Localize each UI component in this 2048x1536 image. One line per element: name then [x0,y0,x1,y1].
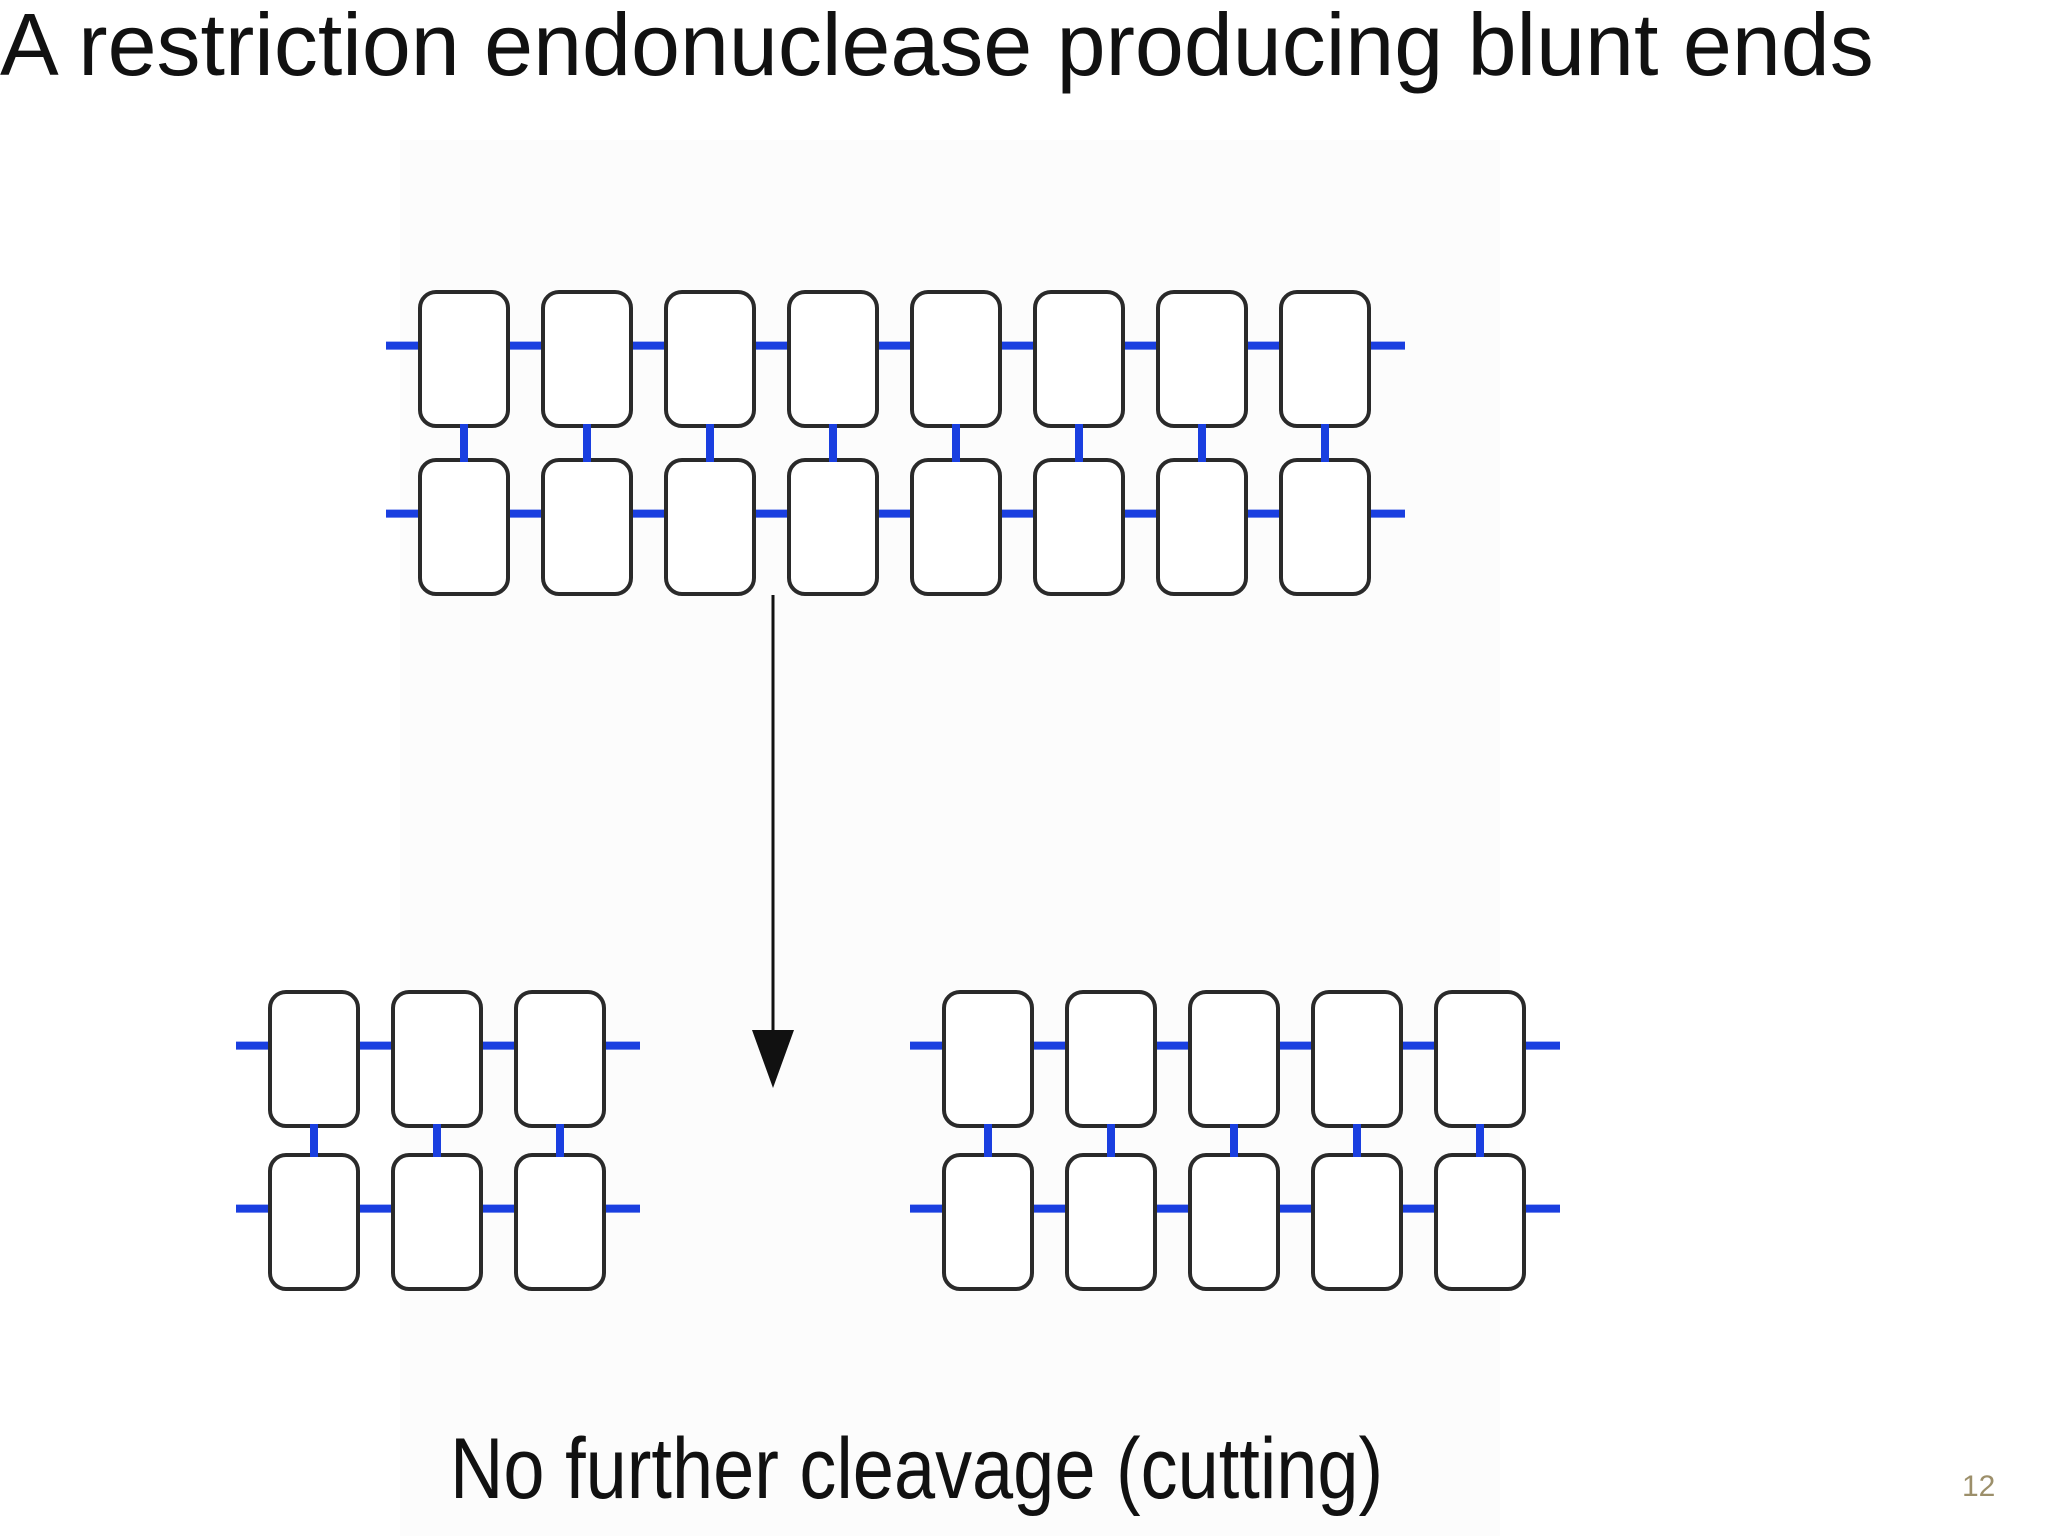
top-nucleotide [1311,990,1403,1128]
right-fragment [910,990,1560,1291]
bottom-nucleotide [1434,1153,1526,1291]
bottom-nucleotide [1156,458,1248,596]
bottom-nucleotide [268,1153,360,1291]
top-nucleotide [1279,290,1371,428]
left-fragment [236,990,640,1291]
top-nucleotide [942,990,1034,1128]
bottom-nucleotide [541,458,633,596]
top-nucleotide [1065,990,1157,1128]
slide-number: 12 [1962,1470,1996,1503]
bottom-nucleotide [787,458,879,596]
cleavage-arrow-head [752,1030,794,1088]
top-nucleotide [268,990,360,1128]
diagram-caption: No further cleavage (cutting) [450,1421,1384,1517]
top-nucleotide [541,290,633,428]
bottom-nucleotide [1188,1153,1280,1291]
bottom-nucleotide [910,458,1002,596]
top-nucleotide [1434,990,1526,1128]
bottom-nucleotide [1279,458,1371,596]
top-nucleotide [664,290,756,428]
bottom-nucleotide [1033,458,1125,596]
bottom-nucleotide [1065,1153,1157,1291]
bottom-nucleotide [942,1153,1034,1291]
bottom-nucleotide [1311,1153,1403,1291]
top-nucleotide [514,990,606,1128]
top-nucleotide [910,290,1002,428]
top-nucleotide [787,290,879,428]
top-nucleotide [418,290,510,428]
uncut-dna-molecule [386,290,1405,596]
bottom-nucleotide [664,458,756,596]
top-nucleotide [1188,990,1280,1128]
bottom-nucleotide [391,1153,483,1291]
bottom-nucleotide [514,1153,606,1291]
bottom-nucleotide [418,458,510,596]
top-nucleotide [391,990,483,1128]
top-nucleotide [1033,290,1125,428]
slide-title: A restriction endonuclease producing blu… [0,0,1874,94]
cleavage-arrow [752,595,794,1088]
top-nucleotide [1156,290,1248,428]
